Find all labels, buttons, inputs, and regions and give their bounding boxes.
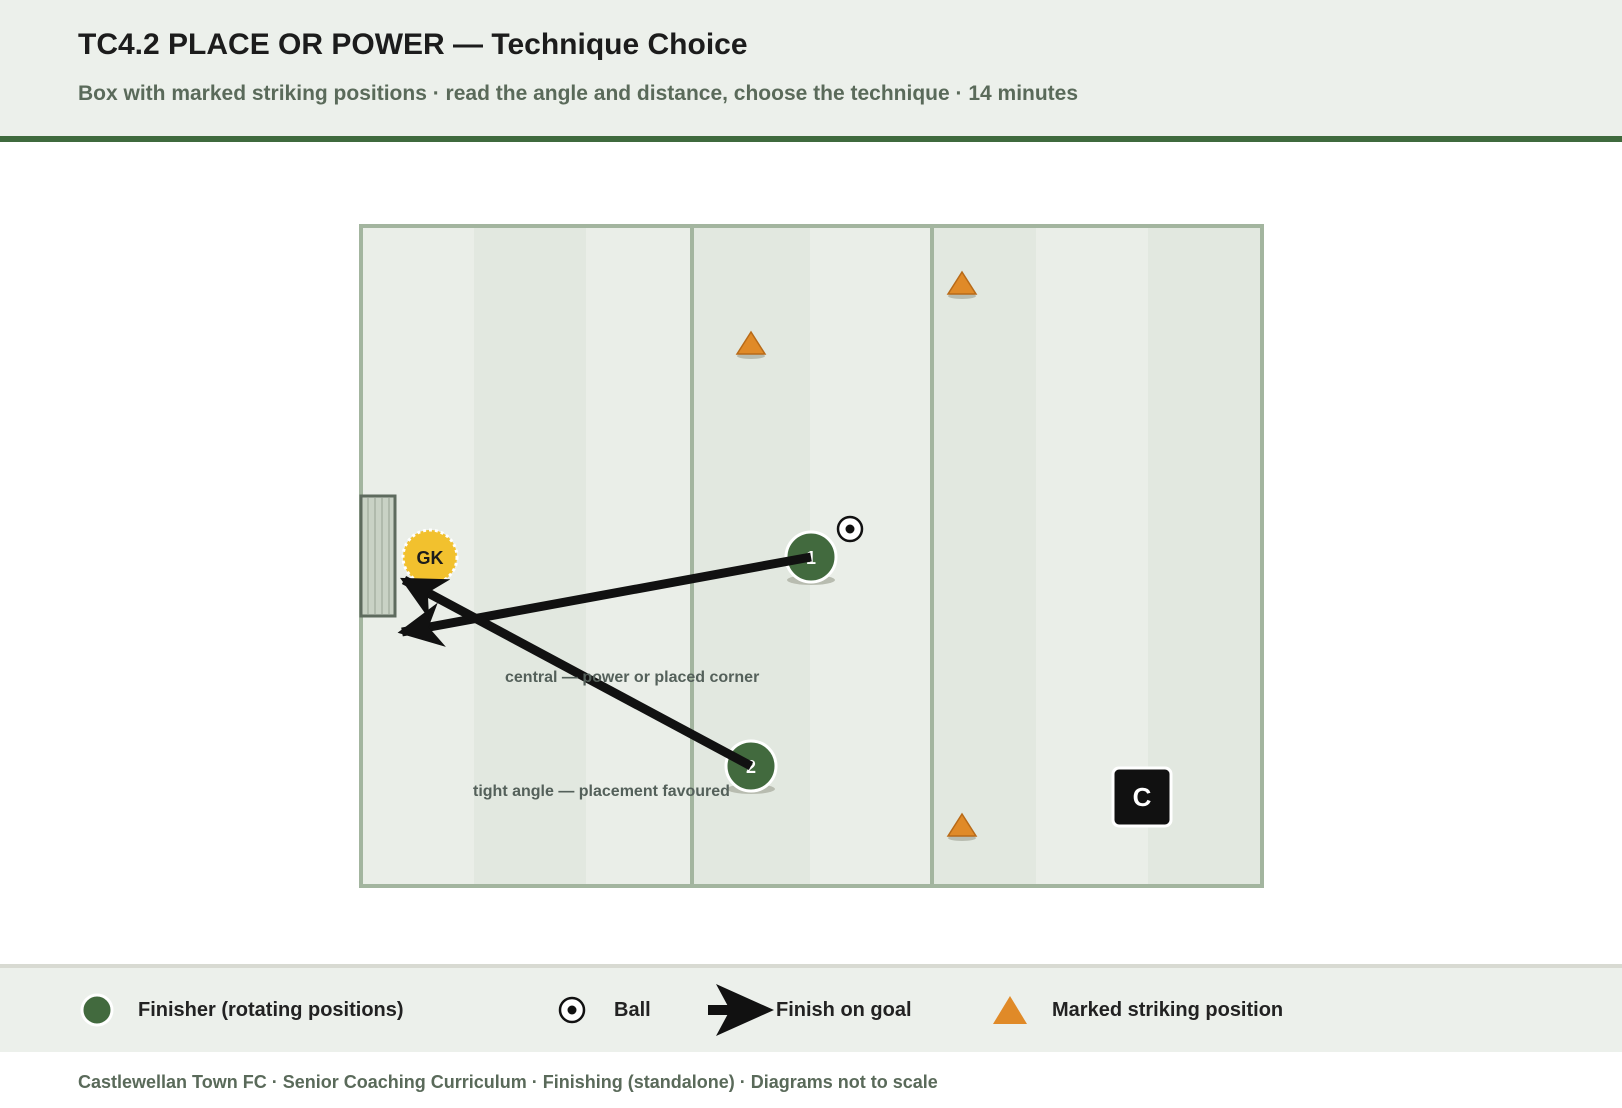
legend-item-cone: Marked striking position bbox=[990, 968, 1283, 1052]
header-banner: TC4.2 PLACE OR POWER — Technique Choice … bbox=[0, 0, 1622, 142]
goalkeeper-label: GK bbox=[417, 548, 444, 568]
annotation-tight-angle: tight angle — placement favoured bbox=[473, 783, 730, 800]
page-subtitle: Box with marked striking positions · rea… bbox=[78, 82, 1079, 105]
arrow-icon bbox=[708, 984, 774, 1036]
cone-marker bbox=[946, 812, 978, 841]
finisher-2: 2 bbox=[724, 739, 778, 794]
footer-text: Castlewellan Town FC · Senior Coaching C… bbox=[78, 1072, 938, 1092]
legend: Finisher (rotating positions) Ball Finis… bbox=[0, 964, 1622, 1052]
page-title: TC4.2 PLACE OR POWER — Technique Choice bbox=[78, 28, 748, 61]
legend-item-finish: Finish on goal bbox=[708, 968, 912, 1052]
coach: C bbox=[1111, 766, 1173, 828]
ball bbox=[836, 515, 864, 543]
goal bbox=[359, 494, 397, 618]
pitch-diagram: GK 1 2 central — power or placed corner … bbox=[359, 224, 1264, 888]
legend-item-ball: Ball bbox=[556, 968, 651, 1052]
coach-label: C bbox=[1133, 782, 1152, 812]
cone-marker bbox=[946, 270, 978, 299]
legend-label-ball: Ball bbox=[614, 998, 651, 1021]
cone-icon bbox=[993, 996, 1027, 1024]
finisher-2-label: 2 bbox=[746, 757, 756, 777]
legend-item-finisher: Finisher (rotating positions) bbox=[80, 968, 404, 1052]
ball-icon bbox=[558, 996, 586, 1024]
legend-label-finisher: Finisher (rotating positions) bbox=[138, 998, 404, 1021]
finish-arrow-2 bbox=[400, 576, 754, 770]
cone-marker bbox=[735, 330, 767, 359]
legend-label-cone: Marked striking position bbox=[1052, 998, 1284, 1021]
goalkeeper: GK bbox=[401, 528, 459, 586]
legend-label-finish: Finish on goal bbox=[776, 998, 912, 1021]
finisher-icon bbox=[80, 993, 114, 1027]
annotation-central: central — power or placed corner bbox=[505, 669, 759, 686]
